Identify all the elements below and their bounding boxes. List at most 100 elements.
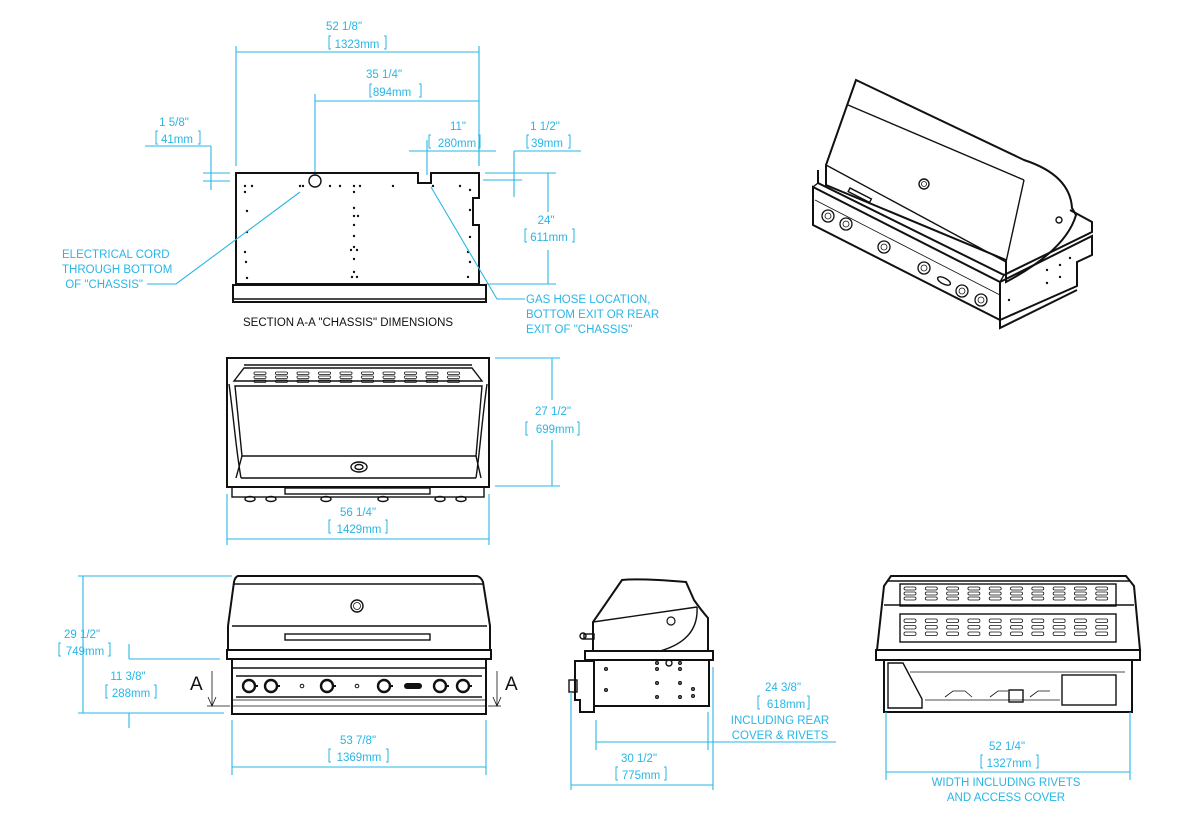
rear-vent-slot xyxy=(946,591,959,596)
dim-label-imperial: 11 3/8" xyxy=(110,671,145,683)
knob xyxy=(319,678,335,694)
vent-slot xyxy=(296,379,310,383)
iso-knob xyxy=(839,217,853,231)
rear-vent-slot xyxy=(1074,625,1087,630)
rear-vent-slot xyxy=(1031,596,1045,601)
iso-knob-center xyxy=(977,296,985,304)
section-caption: SECTION A-A "CHASSIS" DIMENSIONS xyxy=(243,317,453,329)
rear-vent-slot xyxy=(1074,586,1087,591)
rivet xyxy=(355,248,359,252)
rivet xyxy=(468,260,472,264)
dim-label-imperial: 29 1/2" xyxy=(64,629,100,641)
side-port xyxy=(665,659,673,667)
iso-knob-center xyxy=(920,264,928,272)
rear-vent-slot xyxy=(1052,631,1066,636)
rear-vent-slot xyxy=(1010,586,1023,591)
vent-slot xyxy=(253,371,267,375)
callout-electrical-cord: ELECTRICAL CORD THROUGH BOTTOM OF "CHASS… xyxy=(62,191,301,291)
section-marker-left: A xyxy=(190,671,230,707)
knob xyxy=(455,678,471,694)
section-marker-right: A xyxy=(488,671,518,707)
side-rivet xyxy=(655,667,660,672)
dim-label-imperial: 52 1/8" xyxy=(326,21,362,33)
vent-slot xyxy=(339,375,353,379)
knob-tick xyxy=(390,685,393,687)
rear-vent-slot xyxy=(1052,586,1066,591)
dim-label-metric: 611mm xyxy=(530,232,568,244)
rivet xyxy=(352,245,356,249)
side-view: 24 3/8" 618mm INCLUDING REAR COVER & RIV… xyxy=(568,578,836,790)
vent-slot xyxy=(425,379,439,383)
rivet xyxy=(466,275,470,279)
vent-slot xyxy=(447,375,460,379)
iso-badge xyxy=(936,276,952,286)
rear-vent-slot xyxy=(946,631,959,636)
dim-overall-width: 52 1/8" 1323mm xyxy=(235,21,480,166)
dim-label-metric: 894mm xyxy=(373,87,411,99)
dim-label-metric: 749mm xyxy=(66,646,104,658)
rear-vent-slot xyxy=(924,625,938,630)
rivet xyxy=(358,184,362,188)
rear-vent-slot xyxy=(1010,596,1023,601)
rear-vent-slot xyxy=(903,631,917,636)
dim-label-imperial: 1 1/2" xyxy=(530,121,560,133)
dim-note: WIDTH INCLUDING RIVETS xyxy=(932,777,1081,789)
chassis-outline xyxy=(235,172,480,285)
vent-slot xyxy=(253,379,267,383)
rear-vent-slot xyxy=(924,631,938,636)
vent-slot xyxy=(275,375,288,379)
rear-vent-slot xyxy=(924,591,938,596)
rivet xyxy=(250,184,254,188)
dim-label-imperial: 56 1/4" xyxy=(340,507,376,519)
dim-label-metric: 1327mm xyxy=(987,758,1032,770)
foot xyxy=(434,495,446,503)
rivet xyxy=(350,275,354,279)
rear-vent-slot xyxy=(1074,596,1087,601)
dim-label-imperial: 1 5/8" xyxy=(159,117,189,129)
vent-slot xyxy=(382,371,396,375)
rivet xyxy=(352,270,356,274)
rivet xyxy=(355,275,359,279)
vent-slot xyxy=(275,379,288,383)
rivet xyxy=(352,257,356,261)
side-rivet xyxy=(678,661,683,666)
rear-vent-slot xyxy=(988,586,1002,591)
rear-vent-slot xyxy=(946,618,959,623)
rivet xyxy=(468,208,472,212)
iso-knob-center xyxy=(824,212,832,220)
rear-vent-slot xyxy=(1010,625,1023,630)
vent-slot xyxy=(404,375,417,379)
vent-slot xyxy=(296,371,310,375)
side-rivets xyxy=(604,659,696,700)
dim-note: COVER & RIVETS xyxy=(732,730,829,742)
rear-vent-slot xyxy=(1010,591,1023,596)
side-rivet xyxy=(655,681,660,686)
rear-vent-slot xyxy=(967,586,981,591)
side-rivet xyxy=(604,688,609,693)
rivet xyxy=(243,190,247,194)
side-lid xyxy=(592,578,709,652)
rivet xyxy=(243,184,247,188)
igniter xyxy=(354,683,360,689)
rear-vent-slot xyxy=(1095,586,1109,591)
rear-vent-slot xyxy=(967,625,981,630)
rivet xyxy=(352,214,356,218)
rear-vent-slot xyxy=(967,596,981,601)
rivet xyxy=(352,184,356,188)
dim-label-imperial: 35 1/4" xyxy=(366,69,402,81)
vent-slot xyxy=(447,371,460,375)
dim-label-metric: 1369mm xyxy=(337,752,382,764)
side-rivet xyxy=(655,695,660,700)
vent-slot xyxy=(361,371,374,375)
front-top-rim xyxy=(226,649,492,660)
section-letter: A xyxy=(505,674,518,695)
foot xyxy=(377,495,389,503)
foot xyxy=(320,495,332,503)
iso-knob-center xyxy=(880,243,888,251)
iso-knobs xyxy=(821,209,988,307)
rear-vent-slot xyxy=(967,591,981,596)
iso-front-panel xyxy=(812,185,1001,322)
dim-base-height: 11 3/8" 288mm xyxy=(105,644,220,728)
section-letter: A xyxy=(190,674,203,695)
